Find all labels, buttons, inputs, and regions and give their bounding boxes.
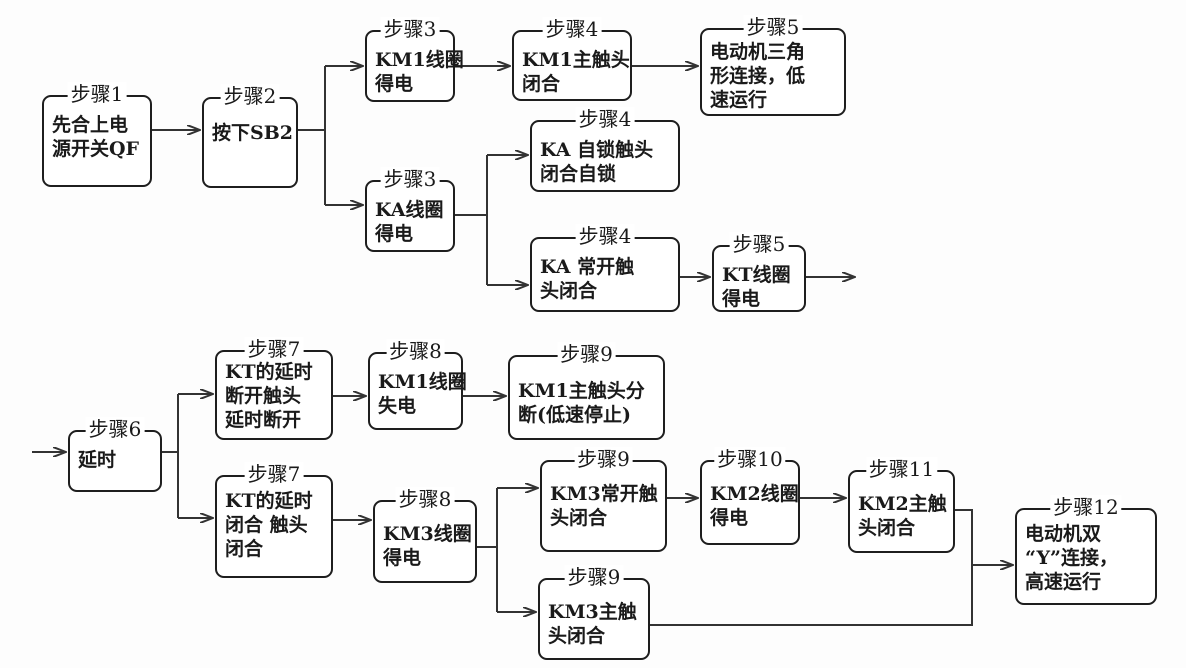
step-text: 断(低速停止) bbox=[518, 404, 631, 426]
step-text: KT线圈 bbox=[722, 264, 791, 286]
step-text: 源开关QF bbox=[52, 138, 140, 160]
step-text: KM1主触头 bbox=[522, 49, 630, 71]
step-label: 步骤7 bbox=[244, 337, 304, 361]
step-label: 步骤12 bbox=[1050, 495, 1122, 519]
step-label: 步骤6 bbox=[85, 417, 145, 441]
step-text: 头闭合 bbox=[550, 507, 608, 529]
step-label: 步骤10 bbox=[714, 447, 786, 471]
step-label: 步骤9 bbox=[557, 342, 616, 366]
step-text: KM3常开触 bbox=[550, 483, 658, 505]
step-text: KA线圈 bbox=[375, 199, 444, 221]
step-box: 步骤1 先合上电源开关QF bbox=[42, 82, 152, 187]
step-text: KM3主触 bbox=[548, 601, 637, 623]
split-ka bbox=[454, 155, 488, 285]
step-text: 延时 bbox=[78, 449, 117, 471]
step-label: 步骤4 bbox=[575, 107, 635, 131]
step-text: 失电 bbox=[378, 395, 417, 417]
step-text: 电动机三角 bbox=[710, 41, 806, 63]
step-label: 步骤8 bbox=[395, 487, 455, 511]
merge-12 bbox=[650, 509, 973, 626]
step-text: 得电 bbox=[722, 288, 761, 310]
step-label: 步骤3 bbox=[380, 167, 440, 191]
step-label: 步骤3 bbox=[380, 17, 440, 41]
step-text: 电动机双 bbox=[1025, 523, 1102, 545]
step-text: 断开触头 bbox=[225, 385, 302, 407]
step-text: 按下SB2 bbox=[212, 122, 294, 144]
step-text: “Y”连接， bbox=[1025, 547, 1118, 569]
step-text: KM3线圈 bbox=[383, 523, 472, 545]
split-2 bbox=[297, 66, 326, 205]
step-label: 步骤8 bbox=[386, 339, 445, 363]
split-6 bbox=[162, 394, 179, 518]
step-box: 步骤4 KA 常开触头闭合 bbox=[530, 224, 680, 312]
step-label: 步骤9 bbox=[564, 565, 624, 589]
step-text: 得电 bbox=[375, 73, 414, 95]
step-text: KA 自锁触头 bbox=[540, 139, 654, 161]
step-text: 闭合 触头 bbox=[225, 514, 308, 536]
step-text: 速运行 bbox=[710, 89, 768, 111]
step-text: 形连接，低 bbox=[710, 65, 806, 87]
step-text: KM2线圈 bbox=[710, 483, 799, 505]
step-text: KT的延时 bbox=[225, 361, 313, 383]
step-text: 得电 bbox=[710, 507, 749, 529]
step-label: 步骤5 bbox=[743, 15, 803, 39]
step-text: KM1主触头分 bbox=[518, 380, 645, 402]
step-text: 闭合自锁 bbox=[540, 163, 617, 185]
step-text: KM1线圈 bbox=[375, 49, 464, 71]
step-text: 头闭合 bbox=[540, 280, 598, 302]
step-label: 步骤5 bbox=[729, 232, 789, 256]
step-text: 头闭合 bbox=[548, 625, 606, 647]
step-label: 步骤1 bbox=[67, 82, 127, 106]
step-text: KT的延时 bbox=[225, 490, 313, 512]
step-label: 步骤11 bbox=[865, 457, 938, 481]
step-text: 头闭合 bbox=[858, 517, 916, 539]
split-8b bbox=[477, 488, 498, 612]
step-label: 步骤9 bbox=[574, 447, 633, 471]
step-label: 步骤4 bbox=[575, 224, 635, 248]
step-box: 步骤4 KA 自锁触头闭合自锁 bbox=[530, 107, 680, 192]
step-text: 得电 bbox=[375, 223, 414, 245]
step-text: 得电 bbox=[383, 547, 422, 569]
step-box: 步骤2 按下SB2 bbox=[202, 84, 298, 188]
step-text: 高速运行 bbox=[1025, 571, 1102, 593]
step-label: 步骤4 bbox=[542, 17, 602, 41]
step-label: 步骤2 bbox=[220, 84, 280, 108]
step-box: 步骤12 电动机双“Y”连接，高速运行 bbox=[1015, 495, 1157, 605]
step-text: 闭合 bbox=[225, 538, 264, 560]
step-text: 闭合 bbox=[522, 73, 561, 95]
step-label: 步骤7 bbox=[244, 462, 304, 486]
step-box: 步骤6 延时 bbox=[68, 417, 162, 492]
step-text: KM2主触 bbox=[858, 493, 947, 515]
step-text: KM1线圈 bbox=[378, 371, 467, 393]
step-text: 先合上电 bbox=[52, 114, 129, 136]
step-text: KA 常开触 bbox=[540, 256, 635, 278]
step-text: 延时断开 bbox=[225, 409, 302, 431]
